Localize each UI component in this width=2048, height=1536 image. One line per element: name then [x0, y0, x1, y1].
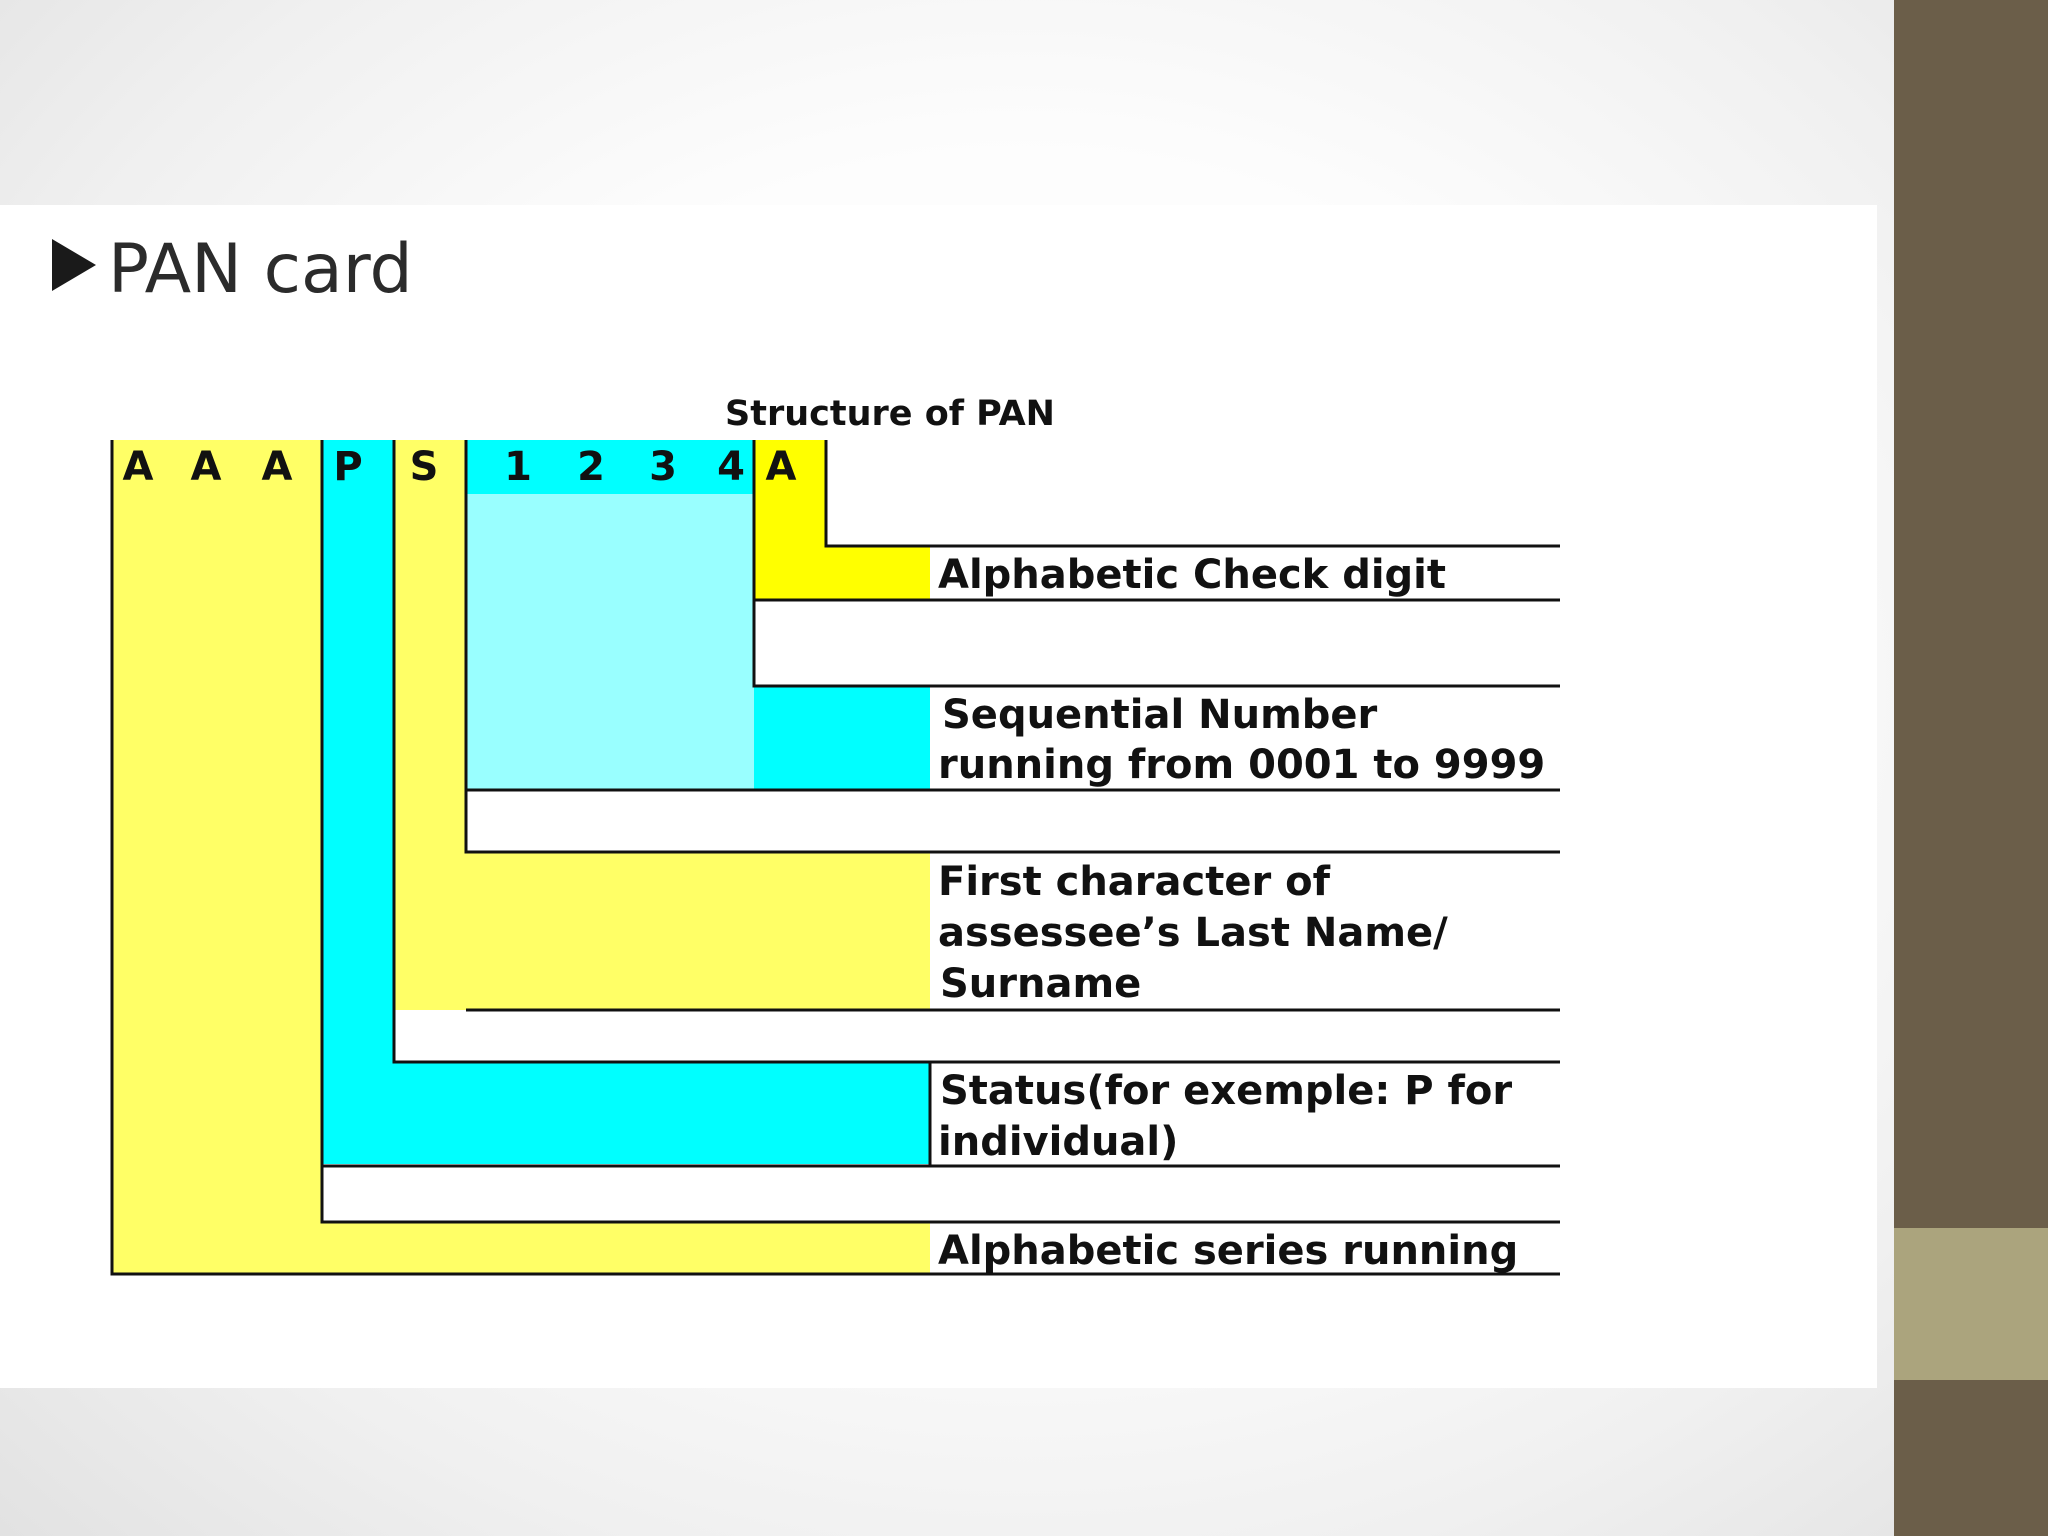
sequence-header-fill	[466, 440, 754, 494]
surname-bottom-fill	[466, 852, 930, 1010]
slide-title-text: PAN card	[108, 229, 413, 309]
arrow-bullet-icon	[52, 239, 96, 291]
pan-char-3: A	[262, 444, 293, 490]
label-first-char-line-1: First character of	[938, 859, 1331, 905]
status-bracket	[392, 440, 1560, 1064]
pan-char-10: A	[766, 444, 797, 490]
label-status-line-2: individual)	[938, 1119, 1178, 1165]
bracket-lines	[110, 440, 1560, 1276]
surname-fill	[394, 440, 466, 1010]
label-series: Alphabetic series running	[938, 1228, 1518, 1274]
label-sequential-line-1: Sequential Number	[942, 692, 1378, 738]
pan-char-2: A	[191, 444, 222, 490]
side-bar-accent	[1894, 1228, 2048, 1380]
pan-characters: A A A P S 1 2 3 4 A	[123, 444, 797, 490]
series-bottom-fill	[322, 1222, 930, 1274]
surname-bracket	[464, 440, 1560, 854]
pan-char-7: 2	[577, 444, 605, 490]
label-sequential-line-2: running from 0001 to 9999	[938, 742, 1545, 788]
pan-char-5: S	[410, 444, 439, 490]
series-fill	[112, 440, 322, 1274]
pan-char-1: A	[123, 444, 154, 490]
status-fill	[322, 440, 394, 1164]
pan-char-4: P	[333, 444, 362, 490]
label-first-char-line-2: assessee’s Last Name/	[938, 910, 1448, 956]
label-check-digit: Alphabetic Check digit	[938, 552, 1446, 598]
slide-title: PAN card	[52, 224, 413, 314]
sequence-bracket	[752, 440, 1560, 688]
check-digit-bracket	[824, 440, 1560, 548]
status-bottom-fill	[394, 1062, 930, 1164]
series-bracket	[320, 440, 1560, 1224]
sequence-side-fill	[754, 686, 930, 790]
pan-char-6: 1	[504, 444, 532, 490]
sequence-body-fill	[466, 494, 754, 790]
check-digit-side-fill	[826, 546, 930, 600]
check-digit-fill	[754, 440, 826, 600]
pan-char-9: 4	[717, 444, 745, 490]
series-underline	[110, 440, 1560, 1276]
label-first-char-line-3: Surname	[940, 961, 1141, 1007]
diagram-labels: Alphabetic Check digit Sequential Number…	[938, 552, 1545, 1274]
label-status-line-1: Status(for exemple: P for	[940, 1068, 1512, 1114]
diagram-heading: Structure of PAN	[725, 394, 1055, 434]
pan-char-8: 3	[649, 444, 677, 490]
